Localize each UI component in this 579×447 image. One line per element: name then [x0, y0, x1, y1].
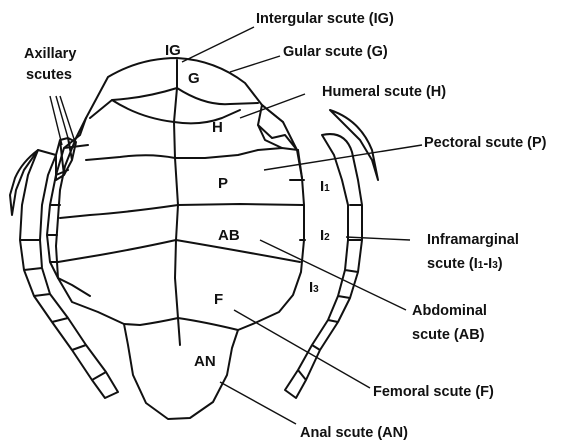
callout-inframarginal-line2: scute (I1-I3) [427, 256, 503, 272]
callout-anal: Anal scute (AN) [300, 425, 408, 441]
callout-intergular: Intergular scute (IG) [256, 11, 394, 27]
gular-seam-right [177, 88, 258, 104]
leader-gular [230, 56, 280, 72]
leader-anal [220, 382, 296, 424]
plastron-outline [56, 58, 304, 419]
label-g: G [188, 70, 200, 87]
abdominal-seam-right [178, 204, 303, 205]
label-ab: AB [218, 227, 240, 244]
abdominal-seam-left [60, 205, 178, 218]
label-an: AN [194, 353, 216, 370]
callout-humeral: Humeral scute (H) [322, 84, 446, 100]
humeral-seam-left [112, 100, 174, 122]
callout-femoral: Femoral scute (F) [373, 384, 494, 400]
label-i3: I3 [309, 279, 319, 296]
midline-seam [174, 60, 180, 345]
humeral-seam-right [174, 110, 240, 123]
label-p: P [218, 175, 228, 192]
femoral-seam-left [58, 240, 176, 262]
label-i2: I2 [320, 227, 330, 244]
callout-inframarginal-line1: Inframarginal [427, 232, 519, 248]
pectoral-seam-right [175, 148, 298, 158]
leader-intergular [182, 27, 254, 62]
right-flap [330, 110, 378, 180]
callout-axillary-line1: Axillary [24, 46, 76, 62]
left-bridge [20, 150, 118, 398]
anal-seam-right [178, 318, 238, 330]
gular-seam-left [90, 88, 177, 118]
callout-gular: Gular scute (G) [283, 44, 388, 60]
anal-seam-left [124, 318, 178, 325]
label-h: H [212, 119, 223, 136]
callout-pectoral: Pectoral scute (P) [424, 135, 547, 151]
callout-abdominal-line1: Abdominal [412, 303, 487, 319]
leader-axillary-1 [50, 96, 62, 145]
pectoral-seam-left [86, 155, 175, 160]
inframarginal-seams [258, 105, 305, 240]
callout-axillary-line2: scutes [26, 67, 72, 83]
label-ig: IG [165, 42, 181, 59]
label-f: F [214, 291, 223, 308]
leader-abdominal [260, 240, 406, 310]
right-bridge [285, 134, 362, 398]
label-i1: I1 [320, 178, 330, 195]
callout-abdominal-line2: scute (AB) [412, 327, 485, 343]
